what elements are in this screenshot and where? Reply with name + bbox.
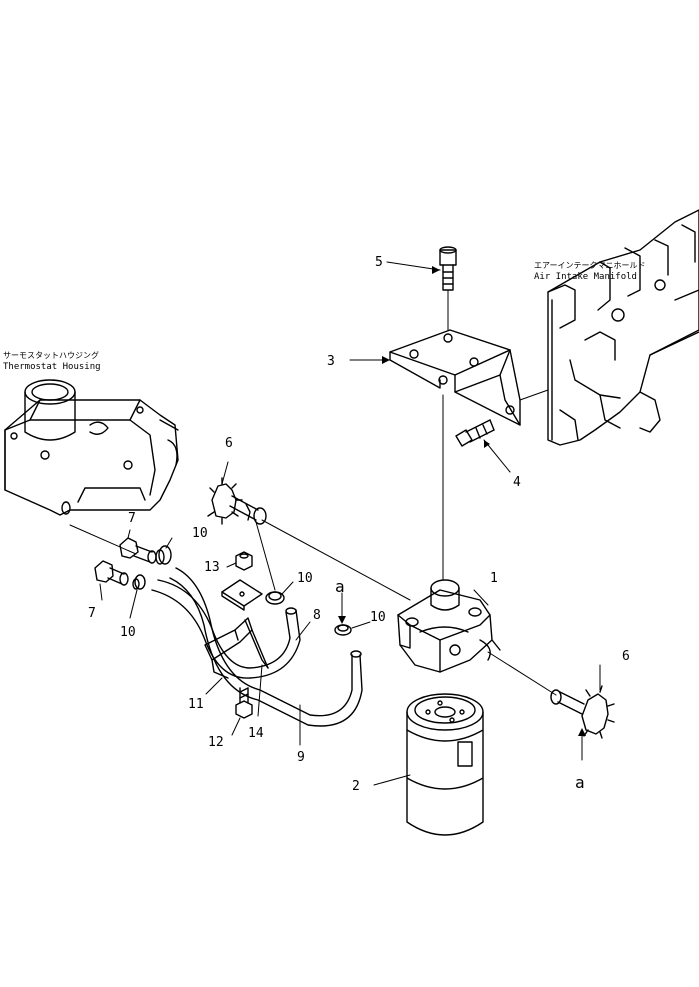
part-label-14: 14 bbox=[248, 726, 264, 741]
part-label-7-upper: 7 bbox=[128, 511, 136, 526]
leader-lines bbox=[69, 261, 601, 786]
part-label-6-lower: 6 bbox=[622, 649, 630, 664]
air-intake-manifold-label-en: Air Intake Manifold bbox=[534, 272, 637, 282]
bracket-11 bbox=[204, 617, 269, 679]
nut-13 bbox=[235, 551, 253, 571]
connector-6-upper bbox=[207, 477, 267, 525]
component-labels: サーモスタットハウジング Thermostat Housing エアーインテーク… bbox=[3, 261, 646, 372]
bolt-12 bbox=[235, 687, 253, 719]
part-label-6-upper: 6 bbox=[225, 436, 233, 451]
part-label-1: 1 bbox=[490, 571, 498, 586]
part-label-11: 11 bbox=[188, 697, 204, 712]
thermostat-housing-label-en: Thermostat Housing bbox=[3, 362, 101, 372]
tube-9 bbox=[169, 567, 363, 727]
fitting-7-lower bbox=[94, 560, 129, 586]
bracket bbox=[389, 329, 521, 426]
clamp-10-b bbox=[132, 574, 146, 590]
fitting-7-upper bbox=[119, 537, 157, 564]
hose-8 bbox=[151, 579, 301, 679]
clip-plate bbox=[221, 579, 263, 611]
part-label-10-d: 10 bbox=[370, 610, 386, 625]
part-label-3: 3 bbox=[327, 354, 335, 369]
part-label-9: 9 bbox=[297, 750, 305, 765]
clamp-10-d bbox=[334, 624, 352, 636]
air-intake-manifold bbox=[547, 209, 699, 446]
part-number-labels: 1 2 3 4 5 6 6 7 7 8 9 10 10 10 10 11 12 … bbox=[88, 255, 630, 794]
part-label-13: 13 bbox=[204, 560, 220, 575]
part-label-8: 8 bbox=[313, 608, 321, 623]
connector-6-lower bbox=[550, 685, 615, 739]
bolt-5 bbox=[439, 246, 457, 291]
reference-mark-a-top: a bbox=[335, 577, 345, 596]
reference-marks: a a bbox=[335, 577, 585, 792]
part-label-4: 4 bbox=[513, 475, 521, 490]
arrowheads bbox=[338, 266, 586, 736]
part-label-12: 12 bbox=[208, 735, 224, 750]
reference-mark-a-bottom: a bbox=[575, 773, 585, 792]
part-label-10-c: 10 bbox=[297, 571, 313, 586]
filter-head bbox=[397, 579, 501, 673]
clamp-10-a bbox=[155, 545, 172, 565]
clamp-10-c bbox=[265, 591, 285, 605]
air-intake-manifold-label-jp: エアーインテークマニホールド bbox=[534, 261, 646, 270]
thermostat-housing bbox=[4, 379, 179, 516]
part-label-2: 2 bbox=[352, 779, 360, 794]
filter-element bbox=[406, 693, 484, 836]
part-label-5: 5 bbox=[375, 255, 383, 270]
part-label-10-b: 10 bbox=[120, 625, 136, 640]
bolt-4 bbox=[455, 419, 495, 447]
thermostat-housing-label-jp: サーモスタットハウジング bbox=[3, 350, 99, 360]
part-label-7-lower: 7 bbox=[88, 606, 96, 621]
part-label-10-a: 10 bbox=[192, 526, 208, 541]
